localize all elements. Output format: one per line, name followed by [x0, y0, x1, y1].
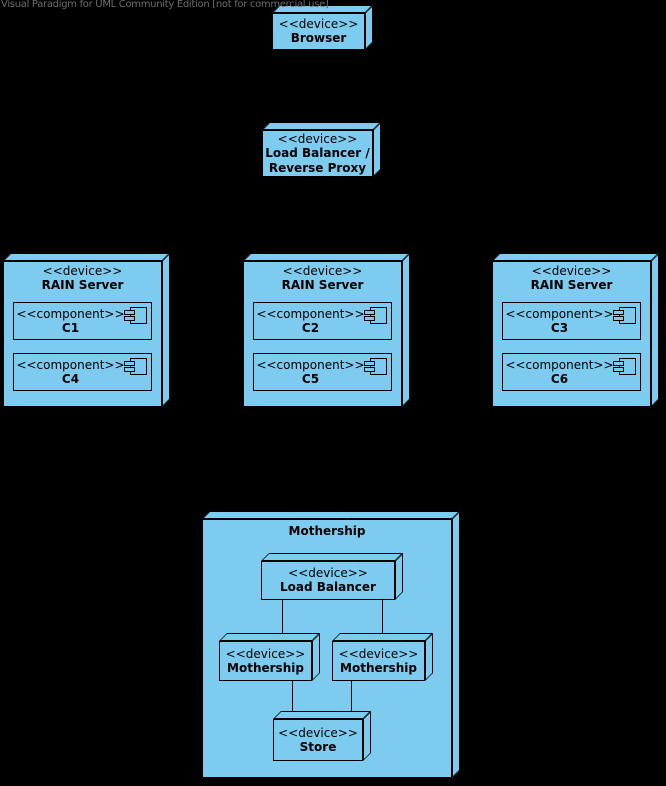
node-front-face: <<device>> RAIN Server <<component>> C3 …	[492, 261, 651, 407]
node-mothership-right[interactable]: <<device>> Mothership	[332, 633, 433, 681]
node-front-face: <<device>> Mothership	[332, 641, 425, 681]
node-side-face	[651, 253, 659, 407]
node-side-face	[365, 5, 373, 50]
stereotype-label: <<component>>	[16, 306, 125, 321]
watermark-text: Visual Paradigm for UML Community Editio…	[1, 0, 329, 10]
node-front-face: <<device>> RAIN Server <<component>> C2 …	[243, 261, 402, 407]
stereotype-label: <<device>>	[278, 17, 359, 31]
node-rain-server-2[interactable]: <<device>> RAIN Server <<component>> C2 …	[243, 253, 410, 407]
node-top-face	[273, 711, 371, 719]
node-inner-load-balancer[interactable]: <<device>> Load Balancer	[261, 553, 403, 600]
node-side-face	[402, 253, 410, 407]
node-name: Load Balancer / Reverse Proxy	[265, 145, 370, 175]
node-rain-server-1[interactable]: <<device>> RAIN Server <<component>> C1 …	[3, 253, 170, 407]
component-name: C3	[550, 320, 569, 335]
node-side-face	[425, 633, 433, 681]
node-side-face	[373, 122, 381, 177]
node-name: Mothership	[340, 660, 417, 675]
node-side-face	[395, 553, 403, 600]
node-top-face	[262, 122, 381, 130]
node-top-face	[243, 253, 410, 261]
node-browser[interactable]: <<device>> Browser	[272, 5, 373, 50]
node-front-face: <<device>> RAIN Server <<component>> C1 …	[3, 261, 162, 407]
node-top-face	[219, 633, 320, 641]
component-c4[interactable]: <<component>> C4	[13, 353, 152, 391]
stereotype-label: <<device>>	[531, 264, 612, 278]
component-c5[interactable]: <<component>> C5	[253, 353, 392, 391]
node-header: <<device>> RAIN Server	[493, 262, 650, 293]
node-mothership-left[interactable]: <<device>> Mothership	[219, 633, 320, 681]
node-header: <<device>> RAIN Server	[244, 262, 401, 293]
component-name: C1	[61, 320, 80, 335]
stereotype-label: <<device>>	[282, 264, 363, 278]
component-name: C6	[550, 371, 569, 386]
connector-lb-to-mothership-right[interactable]	[382, 599, 383, 644]
component-name: C5	[301, 371, 320, 386]
node-store[interactable]: <<device>> Store	[273, 711, 371, 761]
node-side-face	[162, 253, 170, 407]
connector-lb-to-mothership-left[interactable]	[282, 599, 283, 644]
node-top-face	[3, 253, 170, 261]
component-icon	[613, 358, 636, 375]
node-side-face	[363, 711, 371, 761]
node-rain-server-3[interactable]: <<device>> RAIN Server <<component>> C3 …	[492, 253, 659, 407]
node-front-face: <<device>> Load Balancer	[261, 561, 395, 600]
stereotype-label: <<device>>	[42, 264, 123, 278]
component-c2[interactable]: <<component>> C2	[253, 302, 392, 340]
node-name: Mothership	[227, 660, 304, 675]
node-front-face: <<device>> Mothership	[219, 641, 312, 681]
node-side-face	[452, 511, 460, 778]
stereotype-label: <<component>>	[16, 357, 125, 372]
node-front-face: <<device>> Browser	[272, 13, 365, 50]
stereotype-label: <<device>>	[277, 131, 358, 146]
node-name: Store	[299, 739, 337, 754]
component-icon	[613, 307, 636, 324]
connector-mothership-left-to-store[interactable]	[292, 680, 293, 722]
node-name: Load Balancer	[280, 580, 376, 594]
component-icon	[364, 307, 387, 324]
connector-mothership-right-to-store[interactable]	[351, 680, 352, 722]
node-top-face	[261, 553, 403, 561]
node-name: RAIN Server	[41, 278, 124, 292]
stereotype-label: <<device>>	[278, 725, 358, 740]
node-top-face	[492, 253, 659, 261]
node-name: RAIN Server	[530, 278, 613, 292]
node-header: <<device>> RAIN Server	[4, 262, 161, 293]
component-c1[interactable]: <<component>> C1	[13, 302, 152, 340]
component-name: C4	[61, 371, 80, 386]
stereotype-label: <<component>>	[256, 306, 365, 321]
node-front-face: <<device>> Load Balancer / Reverse Proxy	[262, 130, 373, 177]
group-title: Mothership	[288, 524, 366, 538]
node-name: Browser	[290, 31, 347, 45]
node-front-face: <<device>> Store	[273, 719, 363, 761]
component-c3[interactable]: <<component>> C3	[502, 302, 641, 340]
stereotype-label: <<component>>	[505, 357, 614, 372]
stereotype-label: <<component>>	[256, 357, 365, 372]
component-icon	[124, 307, 147, 324]
node-top-face	[202, 511, 460, 519]
stereotype-label: <<device>>	[225, 646, 306, 661]
stereotype-label: <<device>>	[288, 566, 368, 580]
component-icon	[124, 358, 147, 375]
component-name: C2	[301, 320, 320, 335]
stereotype-label: <<device>>	[338, 646, 419, 661]
node-reverse-proxy[interactable]: <<device>> Load Balancer / Reverse Proxy	[262, 122, 381, 177]
component-icon	[364, 358, 387, 375]
node-name: RAIN Server	[281, 278, 364, 292]
component-c6[interactable]: <<component>> C6	[502, 353, 641, 391]
stereotype-label: <<component>>	[505, 306, 614, 321]
node-side-face	[312, 633, 320, 681]
node-top-face	[332, 633, 433, 641]
